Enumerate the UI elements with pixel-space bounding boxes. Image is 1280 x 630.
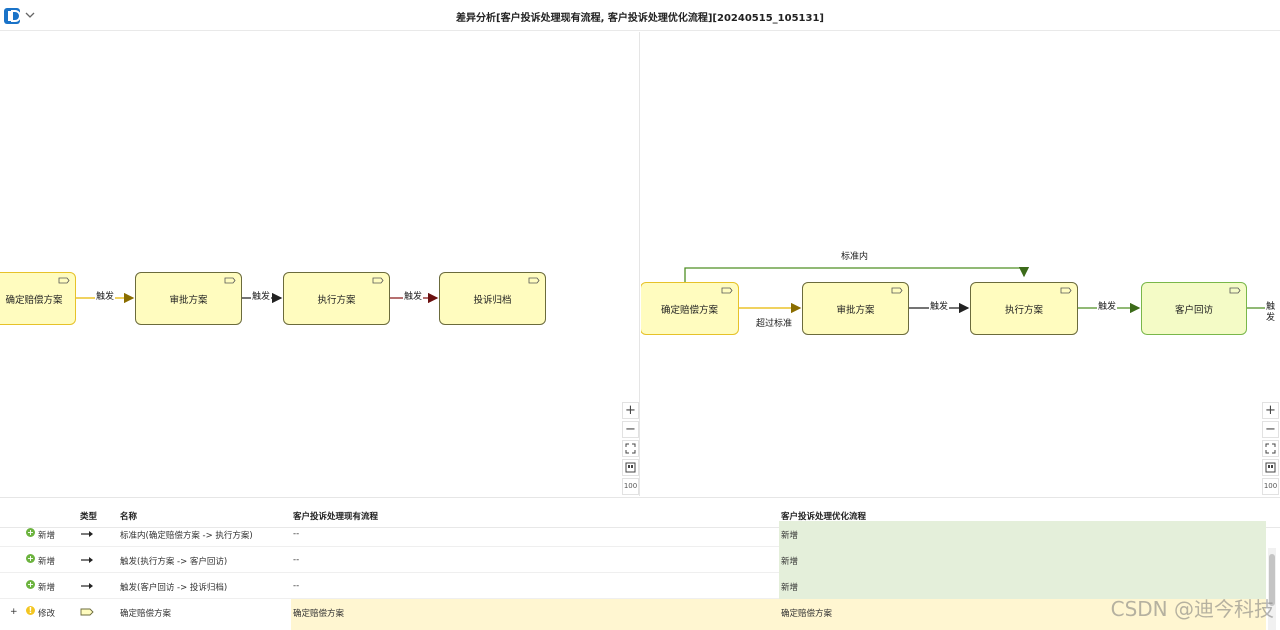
scrollbar-thumb[interactable]	[1269, 554, 1275, 606]
node-execute-plan[interactable]: 执行方案	[283, 272, 390, 325]
event-icon	[891, 287, 903, 294]
event-icon	[80, 608, 94, 616]
edge-label: 触发	[251, 292, 272, 303]
node-label: 审批方案	[836, 304, 875, 316]
watermark: CSDN @迪今科技	[1110, 597, 1274, 621]
event-icon	[1060, 287, 1072, 294]
right-connectors	[684, 266, 1280, 314]
fit-icon[interactable]	[1262, 440, 1279, 457]
edge-line[interactable]	[684, 266, 1030, 282]
edge-label: 触发	[929, 302, 950, 313]
connection-icon	[81, 583, 93, 589]
node-confirm-compensation[interactable]: 确定赔偿方案	[641, 282, 739, 335]
added-cell-bg	[779, 573, 1266, 599]
row-name: 触发(客户回访 -> 投诉归档)	[120, 583, 228, 593]
modified-cell-bg	[291, 599, 779, 630]
node-approve-plan[interactable]: 审批方案	[802, 282, 909, 335]
add-icon: +	[26, 580, 35, 589]
row-optimized: 新增	[781, 531, 799, 541]
node-label: 客户回访	[1174, 304, 1213, 316]
expand-row-button[interactable]: +	[10, 607, 18, 617]
event-icon	[528, 277, 540, 284]
node-label: 执行方案	[317, 294, 356, 306]
fit-icon[interactable]	[622, 440, 639, 457]
table-row[interactable]: + ! 修改 确定赔偿方案 确定赔偿方案 确定赔偿方案	[0, 599, 1266, 630]
row-optimized: 新增	[781, 557, 799, 567]
col-current[interactable]: 客户投诉处理现有流程	[293, 512, 379, 522]
col-name[interactable]: 名称	[120, 512, 138, 522]
added-cell-bg	[779, 521, 1266, 547]
event-icon	[372, 277, 384, 284]
edge-label: 标准内	[840, 252, 870, 263]
zoom-out-button[interactable]: −	[1262, 421, 1279, 438]
node-label: 确定赔偿方案	[660, 304, 718, 316]
table-row[interactable]: + 新增 触发(执行方案 -> 客户回访) -- 新增	[0, 547, 1266, 573]
node-label: 执行方案	[1004, 304, 1043, 316]
row-current: --	[293, 529, 300, 539]
minimap-icon[interactable]	[1262, 459, 1279, 476]
node-archive-complaint[interactable]: 投诉归档	[439, 272, 546, 325]
table-row[interactable]: + 新增 触发(客户回访 -> 投诉归档) -- 新增	[0, 573, 1266, 599]
zoom-controls: + − 100	[1262, 402, 1279, 495]
title-bar: 差异分析[客户投诉处理现有流程, 客户投诉处理优化流程][20240515_10…	[0, 0, 1280, 31]
node-label: 审批方案	[169, 294, 208, 306]
row-current: --	[293, 581, 300, 591]
node-confirm-compensation[interactable]: 确定赔偿方案	[0, 272, 76, 325]
zoom-level[interactable]: 100	[622, 478, 639, 495]
app-logo-icon[interactable]	[3, 7, 21, 25]
zoom-controls: + − 100	[622, 402, 639, 495]
modify-icon: !	[26, 606, 35, 615]
minimap-icon[interactable]	[622, 459, 639, 476]
col-optimized[interactable]: 客户投诉处理优化流程	[781, 512, 867, 522]
event-icon	[224, 277, 236, 284]
row-name: 触发(执行方案 -> 客户回访)	[120, 557, 228, 567]
col-type[interactable]: 类型	[80, 512, 98, 522]
status-label: 新增	[38, 583, 56, 593]
edge-label: 触发	[403, 292, 424, 303]
table-scrollbar[interactable]	[1268, 548, 1276, 630]
added-cell-bg	[779, 547, 1266, 573]
zoom-in-button[interactable]: +	[1262, 402, 1279, 419]
node-customer-revisit[interactable]: 客户回访	[1141, 282, 1247, 335]
chevron-down-icon[interactable]	[25, 10, 35, 20]
node-approve-plan[interactable]: 审批方案	[135, 272, 242, 325]
event-icon	[721, 287, 733, 294]
add-icon: +	[26, 554, 35, 563]
row-optimized: 新增	[781, 583, 799, 593]
page-title: 差异分析[客户投诉处理现有流程, 客户投诉处理优化流程][20240515_10…	[456, 13, 824, 24]
status-label: 修改	[38, 609, 56, 619]
connection-icon	[81, 531, 93, 537]
add-icon: +	[26, 528, 35, 537]
diff-table: 类型 名称 客户投诉处理现有流程 客户投诉处理优化流程 + 新增 标准内(确定赔…	[0, 497, 1280, 630]
zoom-out-button[interactable]: −	[622, 421, 639, 438]
event-icon	[58, 277, 70, 284]
node-label: 投诉归档	[473, 294, 512, 306]
modified-cell-bg	[779, 599, 1266, 630]
node-label: 确定赔偿方案	[5, 294, 63, 306]
connection-icon	[81, 557, 93, 563]
zoom-in-button[interactable]: +	[622, 402, 639, 419]
status-label: 新增	[38, 557, 56, 567]
row-current: 确定赔偿方案	[293, 609, 345, 619]
status-label: 新增	[38, 531, 56, 541]
edge-label: 触发	[1097, 302, 1118, 313]
event-icon	[1229, 287, 1241, 294]
table-row[interactable]: + 新增 标准内(确定赔偿方案 -> 执行方案) -- 新增	[0, 521, 1266, 547]
edge-label: 超过标准	[755, 319, 794, 330]
node-execute-plan[interactable]: 执行方案	[970, 282, 1078, 335]
edge-label: 触发	[1265, 302, 1280, 324]
row-name: 确定赔偿方案	[120, 609, 172, 619]
zoom-level[interactable]: 100	[1262, 478, 1279, 495]
left-connectors	[76, 292, 439, 304]
row-name: 标准内(确定赔偿方案 -> 执行方案)	[120, 531, 253, 541]
current-process-canvas[interactable]: 确定赔偿方案 审批方案 执行方案 投诉归档 触发 触发 触发 + − 1	[0, 32, 640, 496]
edge-label: 触发	[95, 292, 116, 303]
row-current: --	[293, 555, 300, 565]
row-optimized: 确定赔偿方案	[781, 609, 833, 619]
optimized-process-canvas[interactable]: 确定赔偿方案 审批方案 执行方案 客户回访 标准内 超过标准 触发 触发 触发 …	[641, 32, 1280, 496]
